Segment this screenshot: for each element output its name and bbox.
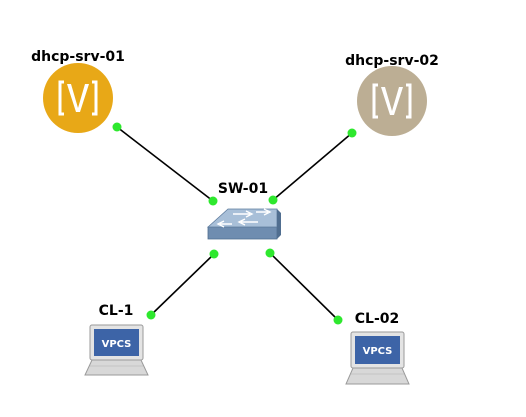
vpcs-computer-icon: VPCS [84,324,149,376]
node-cl-1[interactable]: CL-1 VPCS [84,303,149,376]
router-body [357,66,427,136]
node-dhcp-srv-02[interactable]: dhcp-srv-02 [345,53,439,136]
vpcs-screen-label: VPCS [363,346,393,357]
node-cl-02[interactable]: CL-02 VPCS [345,311,410,385]
port-status-dot [333,315,343,325]
vyos-router-icon [43,63,113,133]
port-status-dot [112,122,122,132]
link-sw01-cl02[interactable] [269,252,339,321]
port-status-dot [208,196,218,206]
vpcs-computer-icon: VPCS [345,331,410,385]
port-status-dot [268,195,278,205]
router-body [43,63,113,133]
vyos-router-icon [357,66,427,136]
port-status-dot [209,249,219,259]
port-status-dot [265,248,275,258]
node-label: CL-1 [99,303,134,319]
node-label: dhcp-srv-02 [345,53,439,69]
node-label: dhcp-srv-01 [31,49,125,65]
link-srv02-sw01[interactable] [272,132,353,201]
node-sw-01[interactable]: SW-01 [206,181,281,240]
port-status-dot [347,128,357,138]
node-label: CL-02 [355,311,400,327]
link-srv01-sw01[interactable] [116,126,214,202]
port-status-dot [146,310,156,320]
ethernet-switch-icon [206,208,281,240]
node-dhcp-srv-01[interactable]: dhcp-srv-01 [31,49,125,133]
node-label: SW-01 [218,181,268,197]
vpcs-screen-label: VPCS [102,339,132,350]
link-sw01-cl1[interactable] [150,253,215,316]
